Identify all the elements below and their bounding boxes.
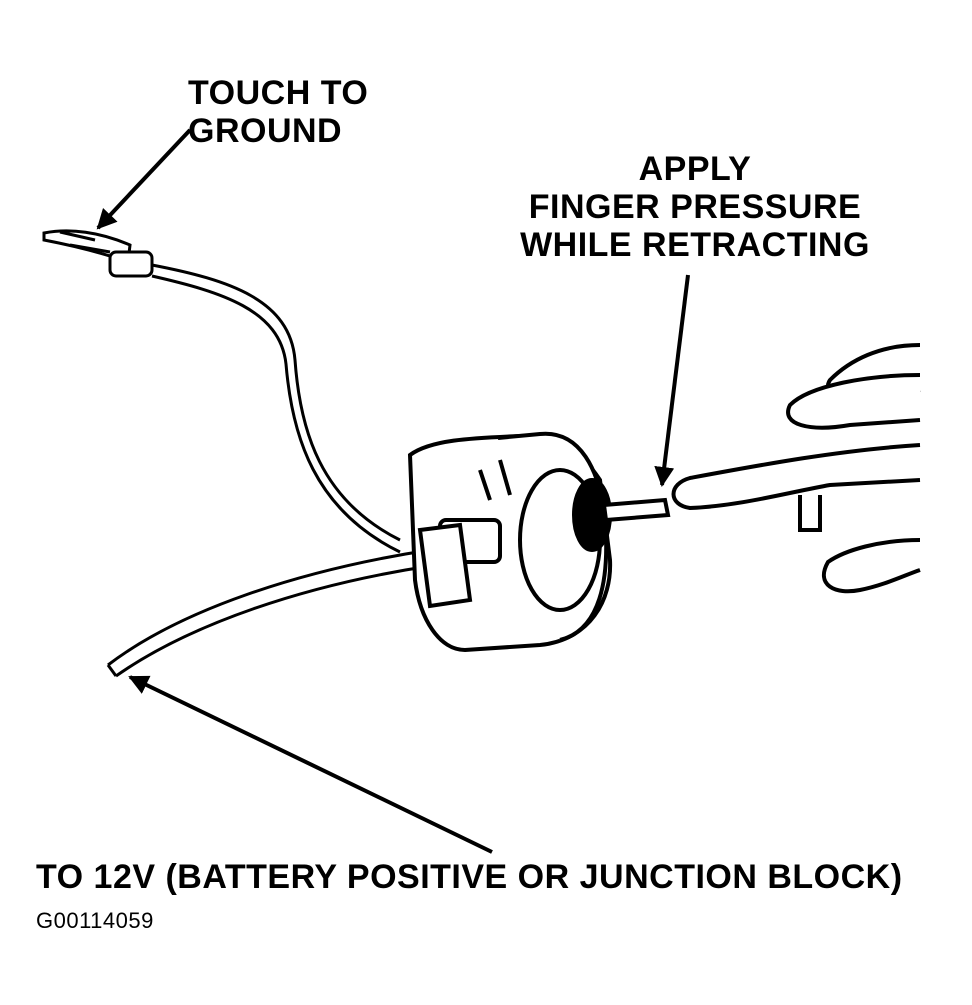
figure-id: G00114059 <box>36 908 154 933</box>
battery-lead-wire <box>106 548 431 678</box>
alligator-clip-icon <box>42 229 154 278</box>
touch-to-ground-line-2: GROUND <box>188 112 343 150</box>
touch-to-ground-label: TOUCH TO GROUND <box>188 74 368 150</box>
battery-callout-arrow <box>128 675 493 854</box>
finger-pressure-label: APPLY FINGER PRESSURE WHILE RETRACTING <box>520 150 870 264</box>
finger-pressure-line-1: APPLY <box>638 150 752 188</box>
actuator-body <box>407 431 671 653</box>
ground-lead-wire <box>151 263 401 554</box>
battery-connection-label: TO 12V (BATTERY POSITIVE OR JUNCTION BLO… <box>36 858 903 896</box>
touch-to-ground-line-1: TOUCH TO <box>188 74 369 112</box>
finger-pressure-line-3: WHILE RETRACTING <box>520 226 870 264</box>
ground-callout-arrow <box>96 128 192 230</box>
finger-pressure-line-2: FINGER PRESSURE <box>528 188 862 226</box>
hand-icon <box>671 343 921 594</box>
finger-callout-arrow <box>654 274 690 487</box>
